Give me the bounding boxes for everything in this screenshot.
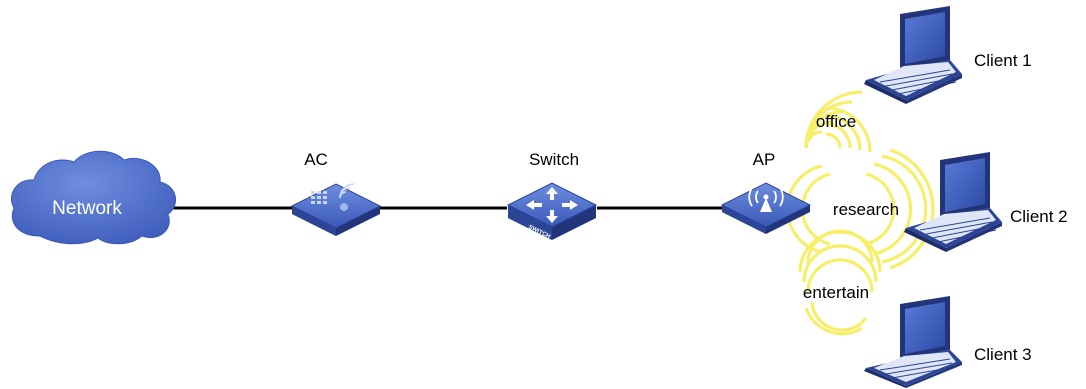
client-3-label: Client 3: [974, 345, 1032, 364]
ap-device: AP: [720, 150, 812, 234]
switch-label: Switch: [529, 150, 579, 169]
wireless-signal-icon: [798, 229, 882, 336]
ac-label: AC: [304, 150, 328, 169]
ssid-label-office: office: [816, 112, 856, 131]
wireless-signal-icon: [804, 90, 872, 153]
switch-icon: SWITCH: [506, 182, 598, 240]
switch-device: SWITCH Switch: [506, 150, 598, 240]
ssid-label-research: research: [833, 200, 899, 219]
cloud-icon: [11, 150, 176, 245]
access-controller-icon: [290, 183, 382, 236]
ap-label: AP: [753, 150, 776, 169]
client-2: Client 2: [904, 152, 1068, 252]
laptop-icon: [864, 296, 962, 388]
network-cloud: Network: [11, 150, 176, 245]
network-label: Network: [52, 198, 122, 219]
access-point-icon: [720, 182, 812, 234]
client-1: Client 1: [864, 6, 1032, 104]
laptop-icon: [864, 6, 962, 104]
client-3: Client 3: [864, 296, 1032, 388]
ssid-label-entertain: entertain: [803, 283, 869, 302]
client-1-label: Client 1: [974, 51, 1032, 70]
client-2-label: Client 2: [1010, 207, 1068, 226]
ac-device: AC: [290, 150, 382, 236]
laptop-icon: [904, 152, 1002, 252]
